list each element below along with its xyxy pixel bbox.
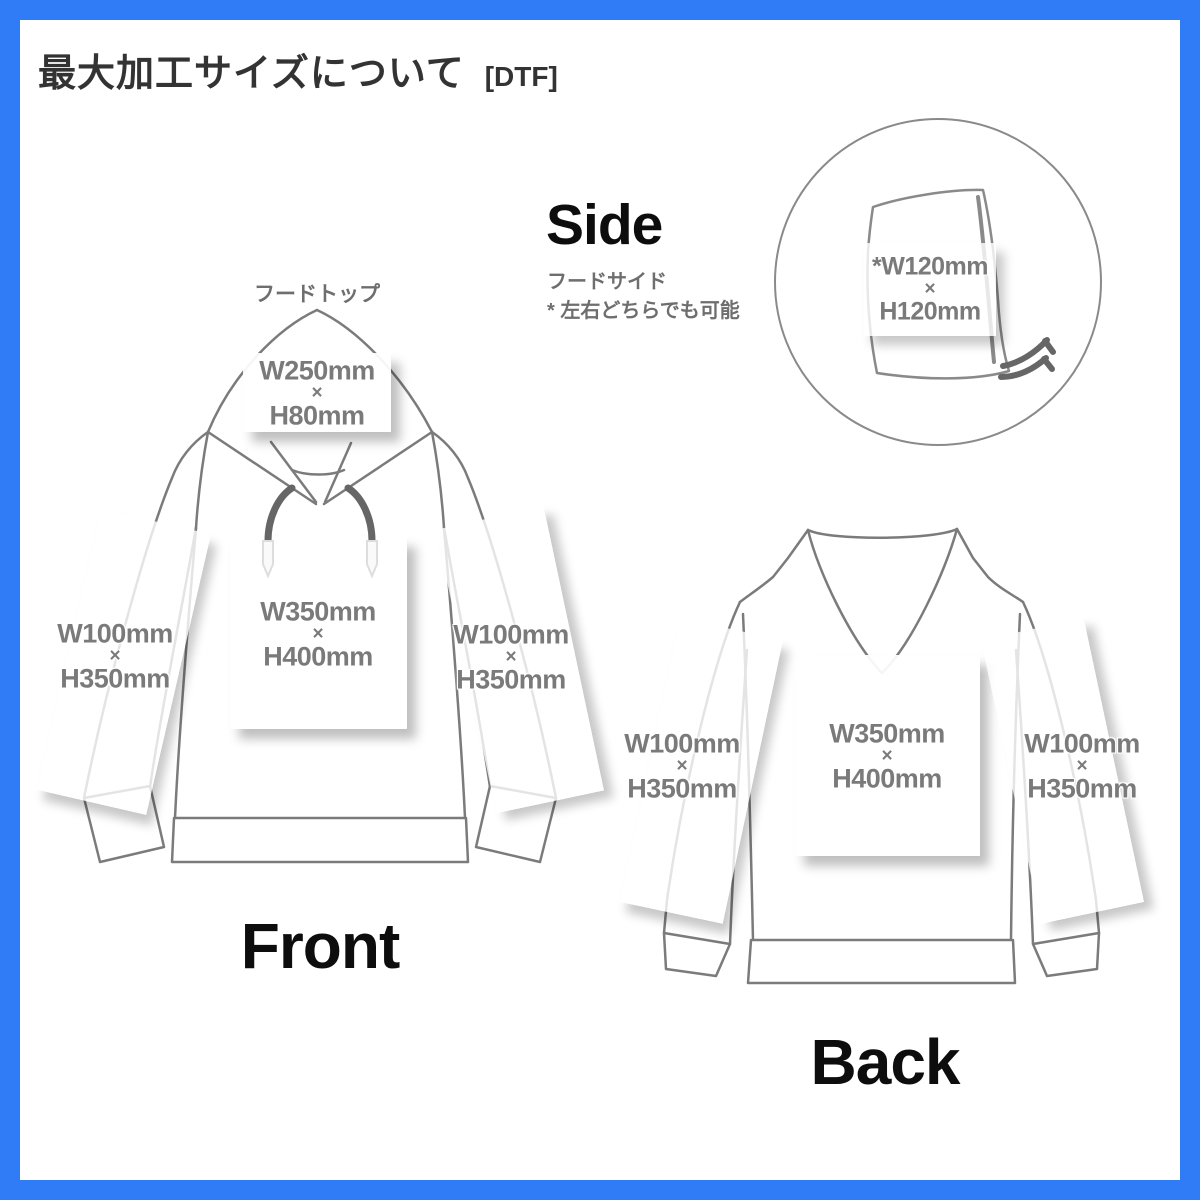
side-caption-line1: フードサイド bbox=[547, 271, 667, 293]
width-value: W250mm bbox=[259, 355, 375, 386]
front-right-sleeve-size-label: W100mm × H350mm bbox=[453, 619, 569, 695]
page-title-method-tag: [DTF] bbox=[484, 61, 558, 92]
times-sign: × bbox=[312, 623, 324, 645]
height-value: H350mm bbox=[60, 663, 170, 694]
times-sign: × bbox=[676, 755, 688, 777]
front-chest-size-label: W350mm × H400mm bbox=[260, 596, 376, 672]
side-heading: Side bbox=[546, 193, 663, 257]
height-value: H350mm bbox=[1027, 773, 1137, 804]
back-left-sleeve-size-label: W100mm × H350mm bbox=[624, 728, 740, 804]
front-hood-print-area bbox=[243, 353, 391, 432]
height-value: H400mm bbox=[263, 641, 373, 672]
front-chest-print-area bbox=[230, 537, 407, 729]
page-title: 最大加工サイズについて [DTF] bbox=[38, 42, 558, 97]
back-print-area bbox=[795, 655, 980, 856]
front-right-drawstring bbox=[344, 484, 376, 545]
back-heading: Back bbox=[810, 1026, 961, 1098]
height-value: H350mm bbox=[456, 664, 566, 695]
height-value: H350mm bbox=[627, 773, 737, 804]
times-sign: × bbox=[1076, 755, 1088, 777]
width-value: *W120mm bbox=[872, 252, 989, 281]
width-value: W100mm bbox=[453, 619, 569, 650]
width-value: W350mm bbox=[260, 596, 376, 627]
back-size-label: W350mm × H400mm bbox=[829, 718, 945, 794]
height-value: H80mm bbox=[269, 400, 365, 431]
height-value: H120mm bbox=[879, 297, 981, 326]
page-title-text: 最大加工サイズについて bbox=[38, 53, 465, 95]
side-hood-size-label: *W120mm × H120mm bbox=[872, 252, 989, 326]
width-value: W350mm bbox=[829, 718, 945, 749]
height-value: H400mm bbox=[832, 763, 942, 794]
width-value: W100mm bbox=[1024, 728, 1140, 759]
side-caption-line2: * 左右どちらでも可能 bbox=[547, 300, 740, 322]
side-drawstring-tip-1 bbox=[1042, 338, 1056, 355]
side-view-circle bbox=[774, 118, 1102, 446]
width-value: W100mm bbox=[624, 728, 740, 759]
times-sign: × bbox=[109, 645, 121, 667]
side-caption: フードサイド * 左右どちらでも可能 bbox=[547, 268, 740, 326]
side-drawstring-tip-2 bbox=[1041, 356, 1055, 372]
front-left-sleeve-size-label: W100mm × H350mm bbox=[57, 618, 173, 694]
front-left-aglet bbox=[262, 540, 274, 579]
width-value: W100mm bbox=[57, 618, 173, 649]
front-right-aglet bbox=[366, 540, 378, 579]
times-sign: × bbox=[505, 646, 517, 668]
side-hood-print-area bbox=[864, 243, 996, 336]
times-sign: × bbox=[311, 382, 323, 404]
front-heading: Front bbox=[240, 910, 400, 982]
front-hood-size-label: W250mm × H80mm bbox=[259, 355, 375, 431]
times-sign: × bbox=[881, 745, 893, 767]
times-sign: × bbox=[924, 278, 936, 300]
front-hood-caption: フードトップ bbox=[254, 283, 380, 306]
back-right-sleeve-size-label: W100mm × H350mm bbox=[1024, 728, 1140, 804]
front-left-drawstring bbox=[264, 484, 296, 545]
